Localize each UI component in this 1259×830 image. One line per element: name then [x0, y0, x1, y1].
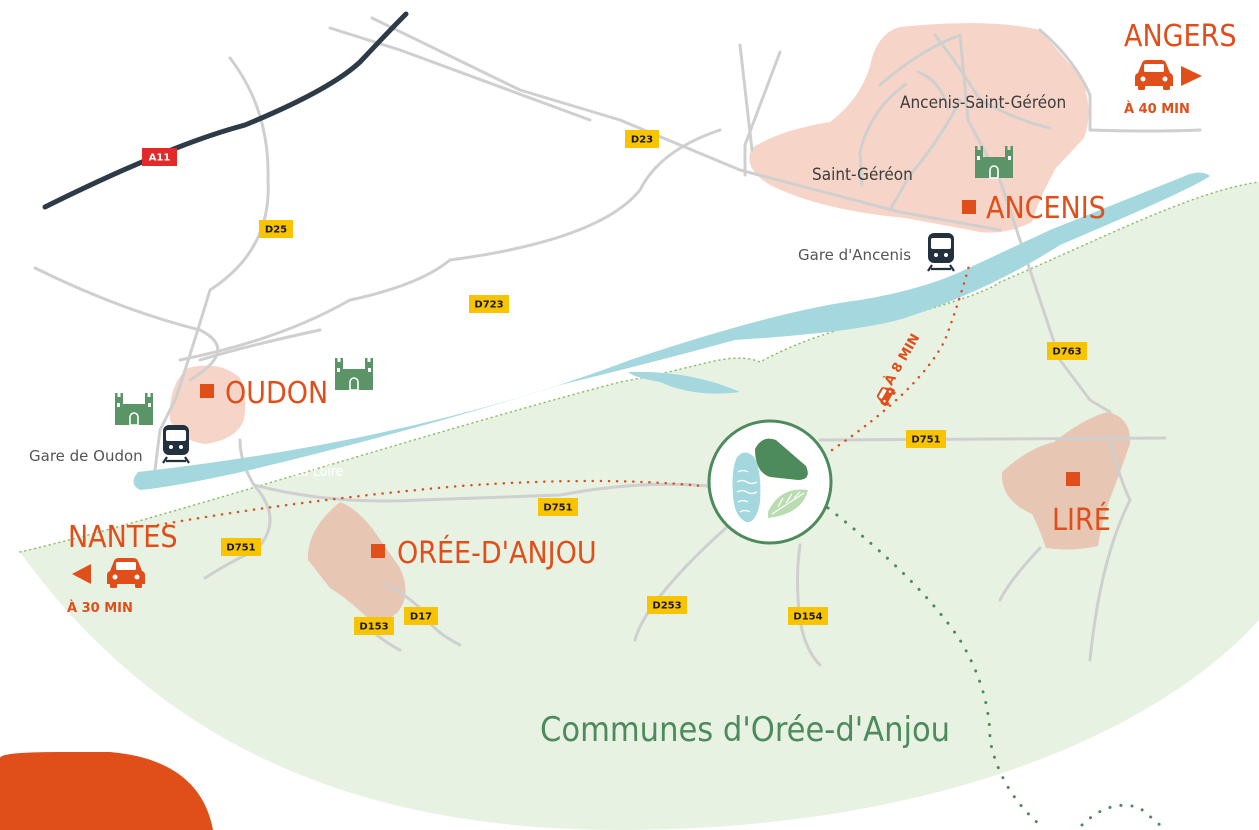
loire-label: La Loire [294, 464, 344, 480]
town-marker-oree [371, 544, 385, 558]
road-badge-d763: D763 [1047, 342, 1087, 360]
gare-label-oudon: Gare de Oudon [29, 447, 143, 465]
road-badge-d23: D23 [625, 130, 659, 148]
town-label-nantes: NANTES [68, 520, 178, 555]
town-label-lire: LIRÉ [1052, 502, 1111, 538]
road-badge-d253: D253 [647, 596, 687, 614]
road-badge-d154: D154 [788, 607, 828, 625]
arrow-right-icon [1181, 66, 1202, 86]
place-label-ancenis-saint-gereon: Ancenis-Saint-Géréon [900, 93, 1066, 113]
svg-text:D153: D153 [359, 622, 388, 633]
oree-urban-area [307, 502, 406, 628]
svg-text:D17: D17 [410, 612, 432, 623]
train-icon-oudon [161, 423, 191, 465]
svg-text:D763: D763 [1052, 347, 1081, 358]
svg-text:A11: A11 [149, 153, 171, 164]
road-badge-d751-center: D751 [538, 498, 578, 516]
place-label-saint-gereon: Saint-Géréon [812, 165, 913, 185]
train-icon-ancenis [926, 231, 956, 273]
car-icon-angers [1135, 60, 1173, 90]
town-marker-lire [1066, 472, 1080, 486]
svg-text:D751: D751 [226, 543, 255, 554]
highway-a11 [42, 11, 409, 210]
orange-corner-shape [0, 752, 213, 830]
ancenis-urban-area [749, 23, 1089, 233]
roads [33, 16, 1202, 667]
svg-text:D751: D751 [543, 503, 572, 514]
town-marker-ancenis [962, 200, 976, 214]
svg-text:D25: D25 [265, 225, 287, 236]
town-label-oudon: OUDON [225, 376, 328, 411]
road-badge-d25: D25 [259, 220, 293, 238]
road-badge-a11: A11 [142, 148, 177, 166]
road-badge-d17: D17 [404, 607, 438, 625]
oree-anjou-zone [20, 182, 1259, 830]
town-label-ancenis: ANCENIS [986, 191, 1106, 226]
castle-icon-oudon-west [114, 392, 154, 426]
region-label: Communes d'Orée-d'Anjou [540, 710, 950, 750]
route-to-ancenis [830, 260, 972, 452]
castle-icon-oudon-east [334, 357, 374, 391]
road-badge-d751-east: D751 [906, 430, 946, 448]
travel-time-angers: À 40 MIN [1124, 101, 1190, 117]
road-badge-d751-west: D751 [221, 538, 261, 556]
svg-text:D751: D751 [911, 435, 940, 446]
svg-text:D253: D253 [652, 601, 681, 612]
svg-text:D154: D154 [793, 612, 822, 623]
travel-time-nantes: À 30 MIN [67, 600, 133, 616]
town-label-oree: ORÉE-D'ANJOU [397, 535, 597, 571]
town-label-angers: ANGERS [1124, 19, 1237, 54]
oudon-urban-area [169, 365, 246, 444]
road-badge-d723: D723 [469, 295, 509, 313]
loire-island [337, 311, 745, 421]
road-badge-d153: D153 [354, 617, 394, 635]
gare-label-ancenis: Gare d'Ancenis [798, 246, 911, 264]
svg-text:D723: D723 [474, 300, 503, 311]
arrow-left-icon [72, 564, 91, 584]
svg-text:D23: D23 [631, 135, 653, 146]
site-logo-icon [707, 419, 833, 545]
town-marker-oudon [200, 384, 214, 398]
